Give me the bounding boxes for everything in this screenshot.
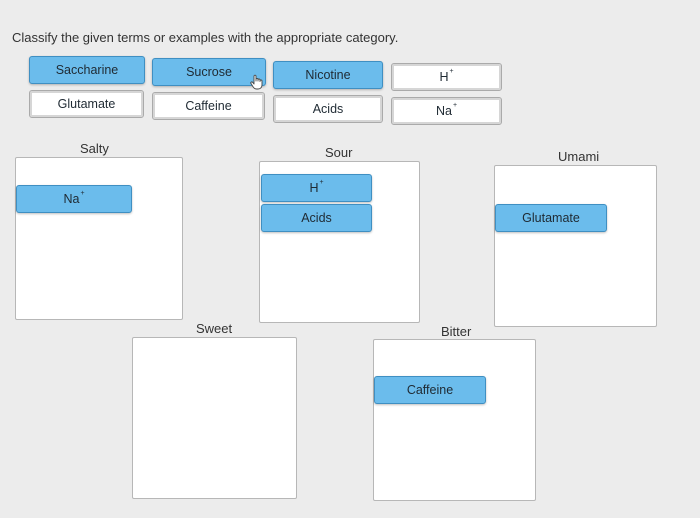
term-label: Acids bbox=[312, 102, 344, 116]
category-box-salty[interactable] bbox=[15, 157, 183, 320]
term-na-plus-source[interactable]: Na+ bbox=[391, 97, 502, 125]
term-saccharine[interactable]: Saccharine bbox=[29, 56, 145, 84]
category-label-sour: Sour bbox=[325, 145, 353, 160]
placed-term-caffeine[interactable]: Caffeine bbox=[374, 376, 486, 404]
category-box-sweet[interactable] bbox=[132, 337, 297, 499]
term-acids-source[interactable]: Acids bbox=[273, 95, 383, 123]
category-label-umami: Umami bbox=[558, 149, 600, 164]
placed-term-glutamate[interactable]: Glutamate bbox=[495, 204, 607, 232]
category-label-sweet: Sweet bbox=[196, 321, 233, 336]
placed-term-acids[interactable]: Acids bbox=[261, 204, 372, 232]
term-glutamate-source[interactable]: Glutamate bbox=[29, 90, 144, 118]
term-label: Caffeine bbox=[185, 99, 232, 113]
category-label-bitter: Bitter bbox=[441, 324, 472, 339]
instruction-text: Classify the given terms or examples wit… bbox=[12, 30, 399, 45]
term-label: Sucrose bbox=[186, 65, 232, 79]
term-label: Saccharine bbox=[55, 63, 119, 77]
placed-term-na-plus[interactable]: Na+ bbox=[16, 185, 132, 213]
term-sucrose[interactable]: Sucrose bbox=[152, 58, 266, 86]
category-box-bitter[interactable] bbox=[373, 339, 536, 501]
placed-term-h-plus[interactable]: H+ bbox=[261, 174, 372, 202]
term-label: H+ bbox=[309, 178, 324, 195]
term-nicotine[interactable]: Nicotine bbox=[273, 61, 383, 89]
term-label: Acids bbox=[301, 211, 332, 225]
term-label: Caffeine bbox=[406, 383, 454, 397]
term-label: Nicotine bbox=[305, 68, 351, 82]
term-caffeine-source[interactable]: Caffeine bbox=[152, 92, 265, 120]
category-box-umami[interactable] bbox=[494, 165, 657, 327]
term-label: Glutamate bbox=[57, 97, 116, 111]
category-label-salty: Salty bbox=[80, 141, 109, 156]
term-label: Na+ bbox=[435, 101, 458, 118]
term-label: Glutamate bbox=[522, 211, 580, 225]
term-label: Na+ bbox=[63, 189, 85, 206]
term-label: H+ bbox=[439, 67, 454, 84]
term-h-plus-source[interactable]: H+ bbox=[391, 63, 502, 91]
hand-cursor-icon bbox=[250, 74, 263, 90]
